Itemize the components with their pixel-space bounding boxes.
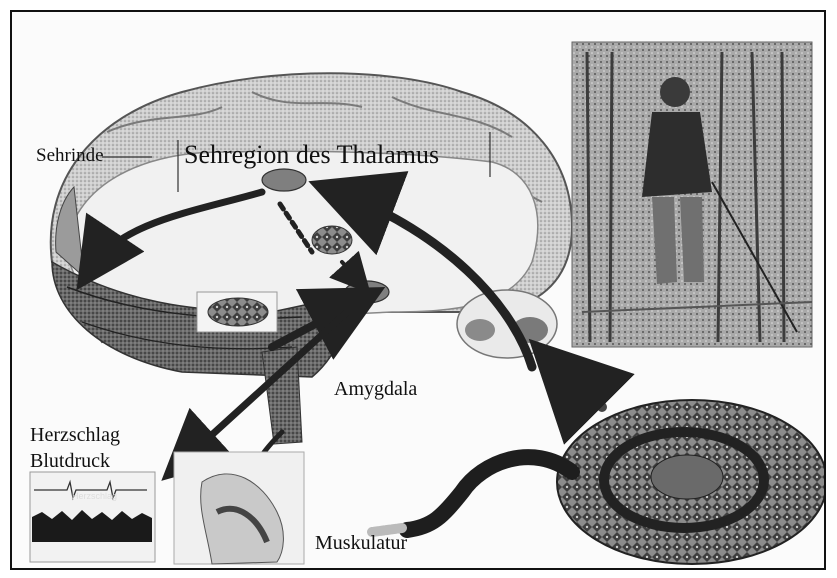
snake-image-cortex [197, 292, 277, 332]
rattlesnake [372, 400, 824, 564]
label-sehrinde: Sehrinde [36, 146, 104, 165]
label-herzschlag: Herzschlag [30, 425, 120, 445]
brain [51, 73, 572, 444]
label-muskulatur: Muskulatur [315, 533, 407, 553]
hiker-photo [572, 42, 812, 347]
ecg-panel [30, 472, 155, 562]
label-amygdala: Amygdala [334, 379, 417, 399]
snake-image-thalamus [312, 226, 352, 254]
label-ecg: Herzschlag [72, 492, 117, 501]
label-blutdruck: Blutdruck [30, 451, 110, 471]
illustration [12, 12, 824, 568]
label-thalamus: Sehregion des Thalamus [184, 142, 439, 168]
figure-frame: Sehrinde Sehregion des Thalamus Amygdala… [10, 10, 826, 570]
leg-muscle-panel [174, 452, 304, 564]
